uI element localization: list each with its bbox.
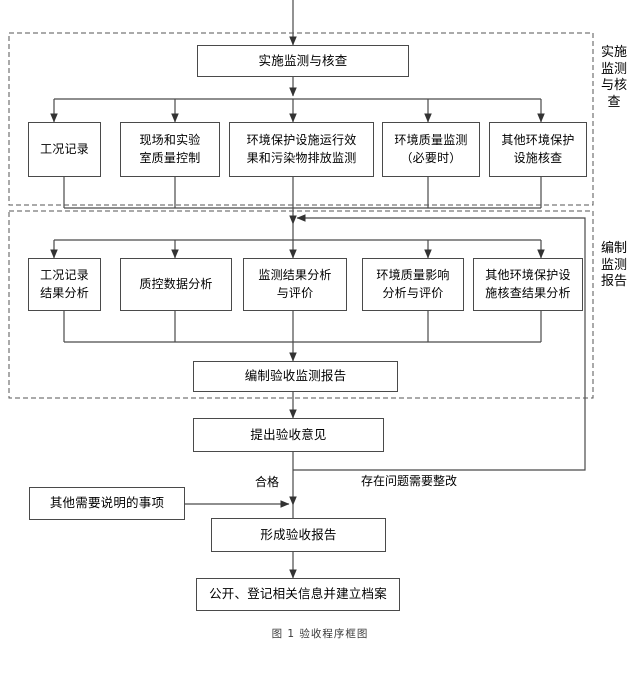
node-site-and-lab-quality-control[interactable]: 现场和实验室质量控制 bbox=[120, 122, 220, 177]
band-report-outline bbox=[8, 210, 594, 399]
node-facility-effect-and-pollutant-emission-monitoring[interactable]: 环境保护设施运行效果和污染物排放监测 bbox=[229, 122, 374, 177]
node-working-condition-result-analysis[interactable]: 工况记录结果分析 bbox=[28, 258, 101, 311]
node-publish-register-archive[interactable]: 公开、登记相关信息并建立档案 bbox=[196, 578, 400, 611]
node-other-environmental-facility-check[interactable]: 其他环境保护设施核查 bbox=[489, 122, 587, 177]
node-other-facility-check-result-analysis[interactable]: 其他环境保护设施核查结果分析 bbox=[473, 258, 583, 311]
node-monitoring-result-analysis-evaluation[interactable]: 监测结果分析与评价 bbox=[243, 258, 347, 311]
band-label-report: 编制监测报告 bbox=[601, 240, 628, 289]
band-label-implement: 实施监测与核查 bbox=[601, 44, 628, 109]
node-implement-monitoring-header[interactable]: 实施监测与核查 bbox=[197, 45, 409, 77]
node-propose-acceptance-opinion[interactable]: 提出验收意见 bbox=[193, 418, 384, 452]
node-environmental-quality-impact-analysis[interactable]: 环境质量影响分析与评价 bbox=[362, 258, 464, 311]
edge-label-rectify: 存在问题需要整改 bbox=[361, 474, 458, 488]
node-environmental-quality-monitoring[interactable]: 环境质量监测（必要时） bbox=[382, 122, 480, 177]
figure-caption: 图 1 验收程序框图 bbox=[271, 628, 369, 640]
band-implement-outline bbox=[8, 32, 594, 206]
edge-feedback-rectify bbox=[293, 214, 586, 471]
node-qc-data-analysis[interactable]: 质控数据分析 bbox=[120, 258, 232, 311]
node-working-condition-record[interactable]: 工况记录 bbox=[28, 122, 101, 177]
node-compile-acceptance-monitoring-report[interactable]: 编制验收监测报告 bbox=[193, 361, 398, 392]
edge-label-pass: 合格 bbox=[255, 475, 280, 489]
node-other-matters-to-explain[interactable]: 其他需要说明的事项 bbox=[29, 487, 185, 520]
node-form-acceptance-report[interactable]: 形成验收报告 bbox=[211, 518, 386, 552]
